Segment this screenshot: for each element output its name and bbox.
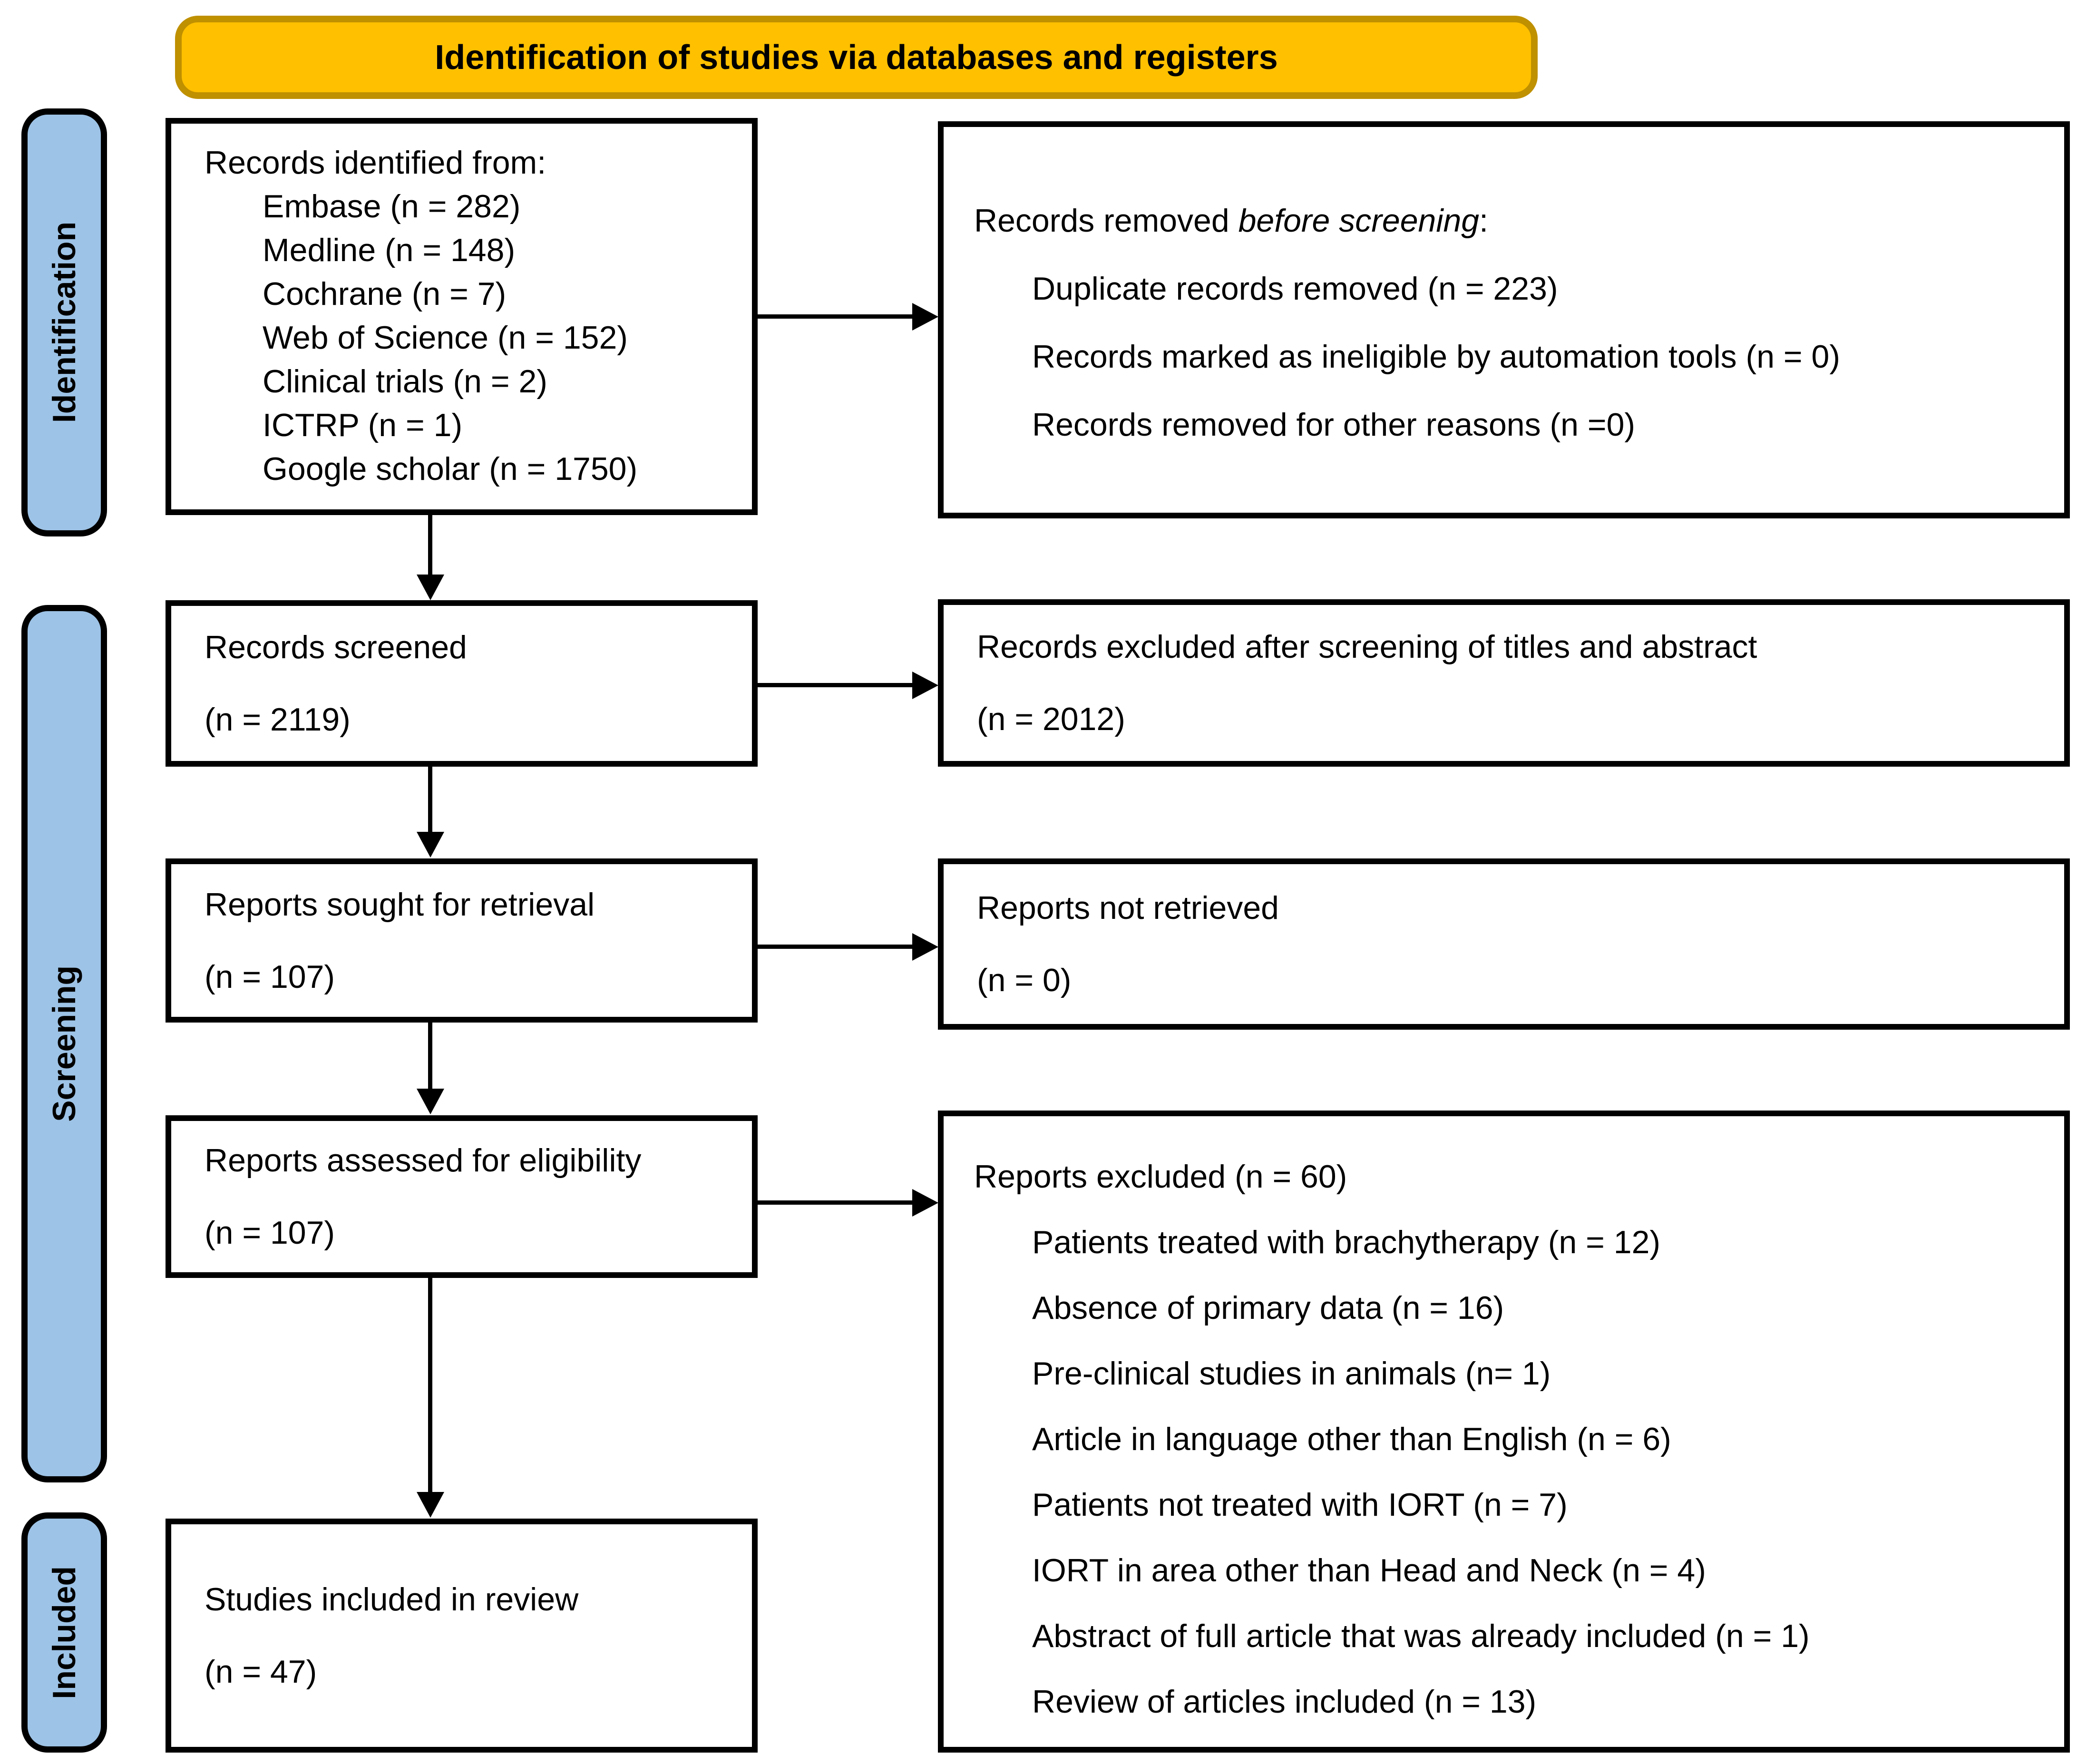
reports-excluded-item: Patients treated with brachytherapy (n =… (1032, 1224, 1661, 1260)
reports-excluded-item: Absence of primary data (n = 16) (1032, 1290, 1504, 1326)
box-reports-assessed: Reports assessed for eligibility (n = 10… (166, 1115, 758, 1278)
box-records-removed: Records removed before screening: Duplic… (938, 121, 2070, 518)
arrow-sought-to-assessed (428, 1023, 432, 1090)
reports-excluded-item: Patients not treated with IORT (n = 7) (1032, 1487, 1568, 1523)
records-removed-title: Records removed before screening: (974, 198, 2040, 244)
reports-excluded-item: Pre-clinical studies in animals (n= 1) (1032, 1355, 1551, 1392)
arrow-screened-to-sought (428, 767, 432, 833)
reports-excluded-title: Reports excluded (n = 60) (974, 1159, 1347, 1195)
reports-sought-line1: Reports sought for retrieval (205, 886, 595, 923)
reports-not-retrieved-line1: Reports not retrieved (977, 890, 1279, 926)
records-removed-item: Records marked as ineligible by automati… (1032, 339, 1840, 375)
studies-included-line2: (n = 47) (205, 1654, 317, 1690)
box-records-excluded-screening: Records excluded after screening of titl… (938, 599, 2070, 767)
box-studies-included: Studies included in review (n = 47) (166, 1519, 758, 1753)
records-identified-item: Medline (n = 148) (263, 232, 516, 268)
records-removed-title-prefix: Records removed (974, 203, 1238, 239)
records-identified-item: Google scholar (n = 1750) (263, 451, 638, 487)
records-excluded-line1: Records excluded after screening of titl… (977, 629, 1757, 665)
arrow-sought-to-not-retrieved (758, 945, 913, 949)
stage-screening: Screening (21, 605, 107, 1482)
records-identified-item: Cochrane (n = 7) (263, 276, 507, 312)
records-identified-title: Records identified from: (205, 145, 546, 181)
records-screened-line2: (n = 2119) (205, 702, 351, 738)
stage-included: Included (21, 1512, 107, 1753)
reports-assessed-line1: Reports assessed for eligibility (205, 1142, 642, 1179)
arrow-identified-to-screened (428, 515, 432, 575)
stage-identification-label: Identification (46, 222, 82, 423)
box-reports-sought: Reports sought for retrieval (n = 107) (166, 858, 758, 1023)
records-identified-item: Clinical trials (n = 2) (263, 363, 547, 400)
box-reports-excluded: Reports excluded (n = 60) Patients treat… (938, 1111, 2070, 1753)
stage-screening-label: Screening (46, 965, 82, 1122)
records-removed-item: Duplicate records removed (n = 223) (1032, 271, 1558, 307)
reports-sought-line2: (n = 107) (205, 958, 335, 995)
stage-included-label: Included (46, 1566, 82, 1699)
stage-identification: Identification (21, 108, 107, 536)
reports-excluded-item: Abstract of full article that was alread… (1032, 1618, 1810, 1654)
box-reports-not-retrieved: Reports not retrieved (n = 0) (938, 858, 2070, 1030)
arrow-identified-to-removed (758, 314, 913, 319)
arrow-assessed-to-included (428, 1278, 432, 1493)
records-identified-item: ICTRP (n = 1) (263, 407, 463, 443)
records-identified-item: Web of Science (n = 152) (263, 320, 628, 356)
records-identified-item: Embase (n = 282) (263, 188, 521, 224)
reports-excluded-item: Review of articles included (n = 13) (1032, 1684, 1537, 1720)
reports-excluded-item: IORT in area other than Head and Neck (n… (1032, 1552, 1706, 1589)
records-excluded-line2: (n = 2012) (977, 701, 1125, 737)
records-removed-item: Records removed for other reasons (n =0) (1032, 407, 1636, 443)
records-removed-title-italic: before screening (1238, 203, 1480, 239)
reports-not-retrieved-line2: (n = 0) (977, 962, 1072, 998)
title-banner-label: Identification of studies via databases … (435, 38, 1278, 77)
arrow-assessed-to-reports-excluded (758, 1200, 913, 1205)
reports-assessed-line2: (n = 107) (205, 1215, 335, 1251)
reports-excluded-item: Article in language other than English (… (1032, 1421, 1671, 1457)
box-records-identified: Records identified from: Embase (n = 282… (166, 118, 758, 515)
records-removed-title-suffix: : (1479, 203, 1489, 239)
records-screened-line1: Records screened (205, 629, 467, 665)
studies-included-line1: Studies included in review (205, 1581, 579, 1618)
arrow-screened-to-excluded (758, 683, 913, 687)
box-records-screened: Records screened (n = 2119) (166, 600, 758, 767)
title-banner: Identification of studies via databases … (175, 16, 1538, 99)
